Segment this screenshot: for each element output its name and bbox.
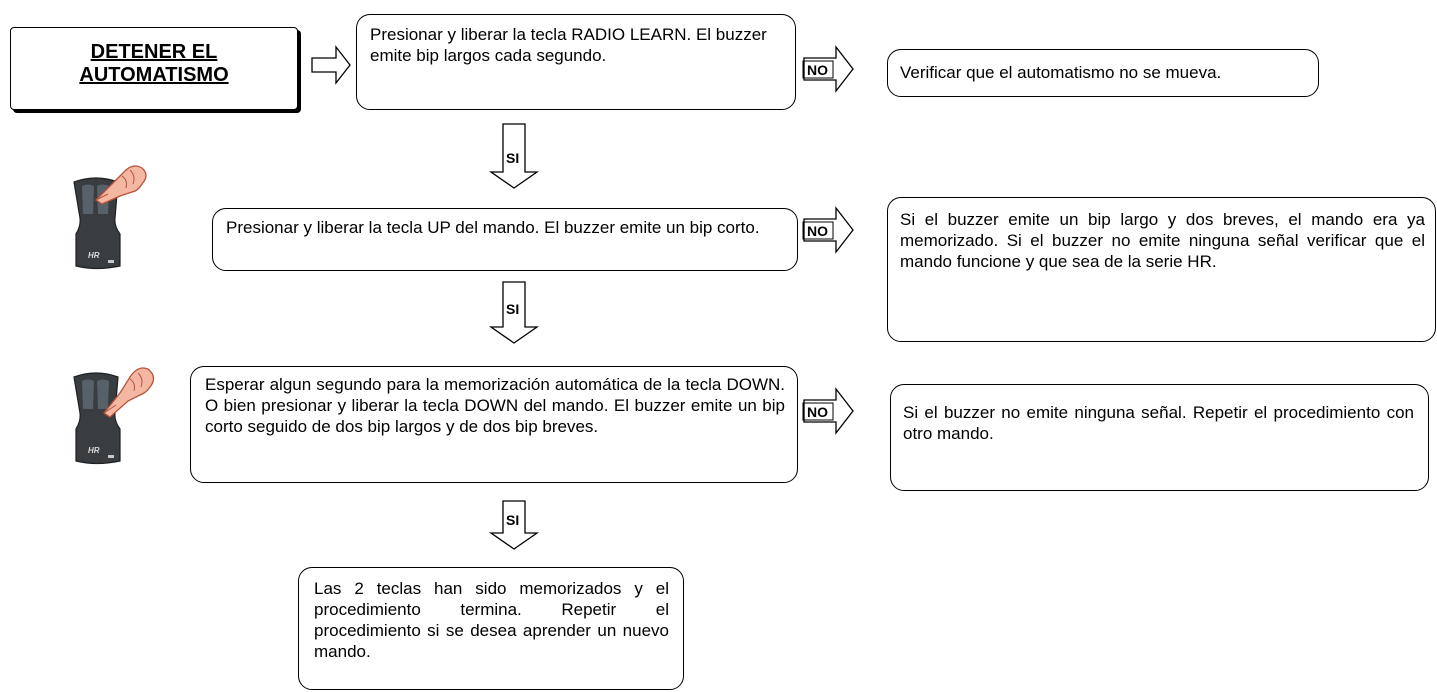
no-label: NO: [807, 404, 828, 420]
final-box: Las 2 teclas han sido memorizados y el p…: [298, 567, 684, 690]
arrow-right-icon: [803, 387, 854, 435]
remote-control-icon: HR: [73, 165, 147, 270]
arrow-right-icon: [803, 206, 854, 254]
no-box-1: Verificar que el automatismo no se mueva…: [887, 49, 1319, 97]
step-box-2: Presionar y liberar la tecla UP del mand…: [212, 208, 798, 271]
no-result-text: Verificar que el automatismo no se mueva…: [900, 63, 1222, 82]
remote-badge: HR: [88, 251, 100, 260]
pointing-hand-icon: [94, 165, 147, 205]
no-box-2: Si el buzzer emite un bip largo y dos br…: [887, 197, 1436, 342]
arrow-down-icon: [488, 281, 540, 344]
no-label: NO: [807, 223, 828, 239]
si-label: SI: [506, 150, 520, 166]
step-box-1: Presionar y liberar la tecla RADIO LEARN…: [356, 14, 796, 110]
remote-control-icon: HR: [73, 367, 155, 465]
step-text: Presionar y liberar la tecla RADIO LEARN…: [370, 25, 767, 65]
final-text: Las 2 teclas han sido memorizados y el p…: [314, 579, 669, 661]
no-result-text: Si el buzzer no emite ninguna señal. Rep…: [903, 403, 1414, 443]
title-line-1: DETENER EL: [90, 41, 218, 63]
step-text: Presionar y liberar la tecla UP del mand…: [226, 218, 760, 237]
title-line-2: AUTOMATISMO: [79, 64, 229, 86]
arrow-down-icon: [488, 123, 540, 189]
si-label: SI: [506, 512, 520, 528]
pointing-hand-icon: [103, 367, 155, 418]
no-label: NO: [807, 62, 828, 78]
arrow-right-icon: [311, 45, 351, 85]
title-box: DETENER EL AUTOMATISMO: [10, 27, 298, 110]
step-text: Esperar algun segundo para la memorizaci…: [205, 375, 785, 436]
step-box-3: Esperar algun segundo para la memorizaci…: [190, 366, 798, 483]
arrow-right-icon: [803, 45, 854, 93]
no-result-text: Si el buzzer emite un bip largo y dos br…: [900, 210, 1425, 271]
arrow-down-icon: [488, 500, 540, 550]
remote-badge: HR: [88, 446, 100, 455]
no-box-3: Si el buzzer no emite ninguna señal. Rep…: [890, 384, 1429, 491]
si-label: SI: [506, 301, 520, 317]
